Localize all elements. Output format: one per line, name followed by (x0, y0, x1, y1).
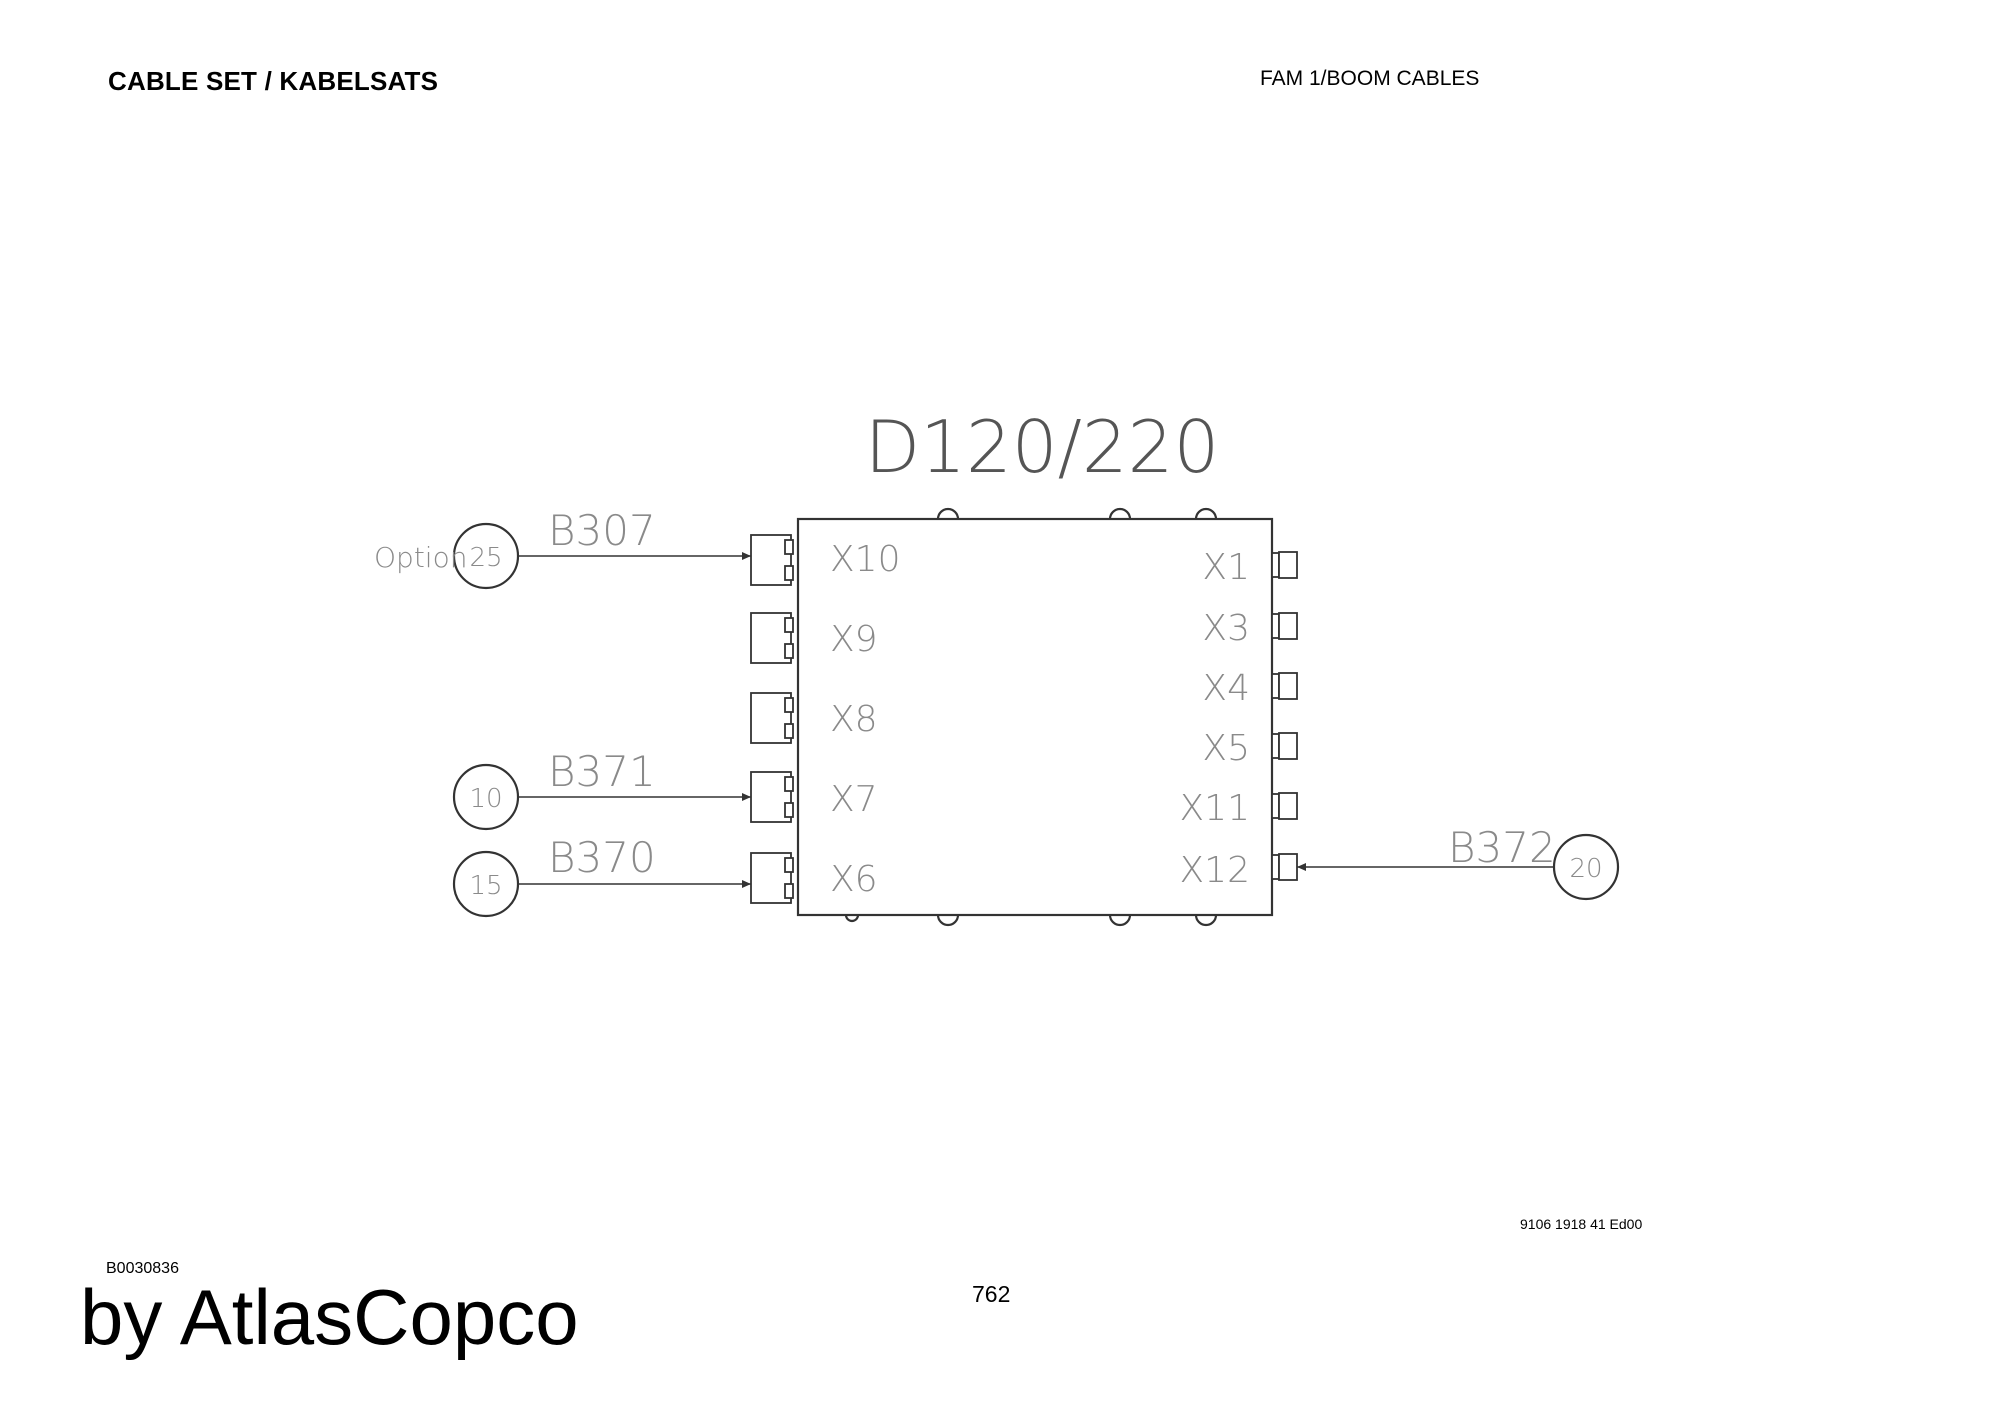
connector-x6 (750, 852, 794, 904)
cable-b372: 20 B372 (1297, 823, 1620, 901)
item-balloon-25: 25 (469, 543, 502, 573)
option-label: Option (374, 541, 467, 574)
cable-b371: 10 B371 (452, 747, 751, 831)
port-label-x4: X4 (1202, 668, 1250, 709)
connector-x8 (750, 692, 794, 744)
connector-x11 (1271, 792, 1298, 820)
module-box (796, 507, 1274, 927)
right-connectors (1271, 551, 1298, 881)
header-title-right: FAM 1/BOOM CABLES (1260, 67, 1480, 90)
page-number: 762 (972, 1281, 1011, 1307)
figure-reference: B0030836 (106, 1260, 179, 1277)
connector-x9 (750, 612, 794, 664)
port-label-x1: X1 (1202, 547, 1250, 588)
port-label-x5: X5 (1202, 728, 1250, 769)
header-title-left: CABLE SET / KABELSATS (108, 66, 439, 96)
cable-label-b372: B372 (1448, 823, 1556, 872)
cable-label-b370: B370 (548, 833, 656, 882)
module-title: D120/220 (865, 405, 1220, 489)
item-balloon-10: 10 (469, 784, 502, 814)
connector-x7 (750, 771, 794, 823)
connector-x4 (1271, 672, 1298, 700)
cable-b370: 15 B370 (452, 833, 751, 918)
item-balloon-15: 15 (469, 871, 502, 901)
port-label-x10: X10 (830, 539, 900, 580)
item-balloon-20: 20 (1569, 854, 1602, 884)
port-label-x3: X3 (1202, 608, 1250, 649)
brand-text: by AtlasCopco (80, 1273, 579, 1361)
cable-label-b307: B307 (548, 506, 656, 555)
left-connectors (750, 534, 794, 904)
connector-x12 (1271, 853, 1298, 881)
cable-label-b371: B371 (548, 747, 656, 796)
cable-b307: 25 B307 Option (374, 506, 751, 590)
port-label-x12: X12 (1180, 850, 1250, 891)
port-label-x9: X9 (830, 619, 878, 660)
port-label-x8: X8 (830, 699, 878, 740)
connector-x3 (1271, 612, 1298, 640)
connector-x1 (1271, 551, 1298, 579)
connector-x10 (750, 534, 794, 586)
port-label-x7: X7 (830, 779, 878, 820)
document-number: 9106 1918 41 Ed00 (1520, 1216, 1643, 1232)
port-label-x11: X11 (1180, 788, 1250, 829)
connector-x5 (1271, 732, 1298, 760)
port-label-x6: X6 (830, 859, 878, 900)
